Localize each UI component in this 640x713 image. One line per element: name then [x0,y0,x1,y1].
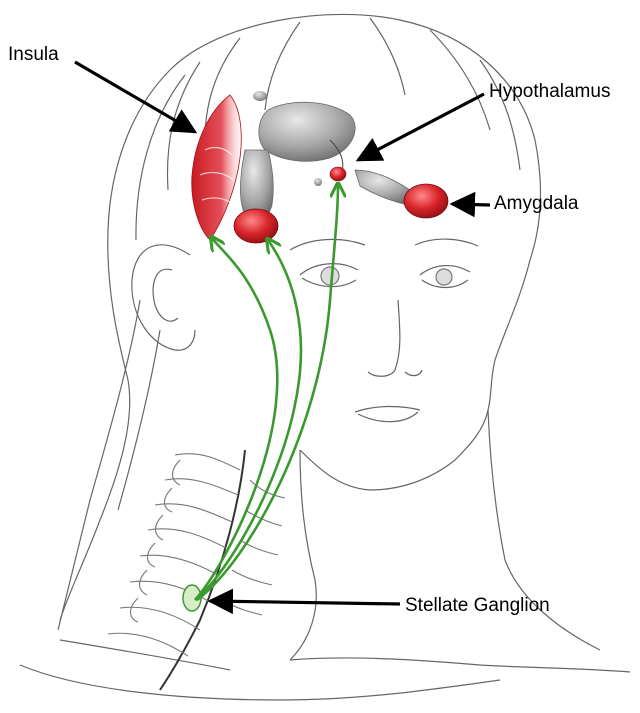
stellate-pointer-arrow [210,601,400,604]
hypothalamus-label: Hypothalamus [489,82,610,101]
insula-region [192,95,242,240]
cervical-spine [108,450,285,690]
insula-pointer-arrow [75,62,195,132]
amygdala-region [404,184,448,218]
hypothalamus-region [330,167,346,181]
amygdala-pointer-arrow [452,204,490,205]
hypothalamus-pointer-arrow [358,94,484,160]
limbic-structures [240,91,414,220]
stellate-ganglion-label: Stellate Ganglion [405,596,550,615]
sympathetic-pathways [195,185,338,600]
insula-label: Insula [8,45,59,64]
anterior-cingulate-region [234,209,278,243]
amygdala-label: Amygdala [494,194,579,213]
